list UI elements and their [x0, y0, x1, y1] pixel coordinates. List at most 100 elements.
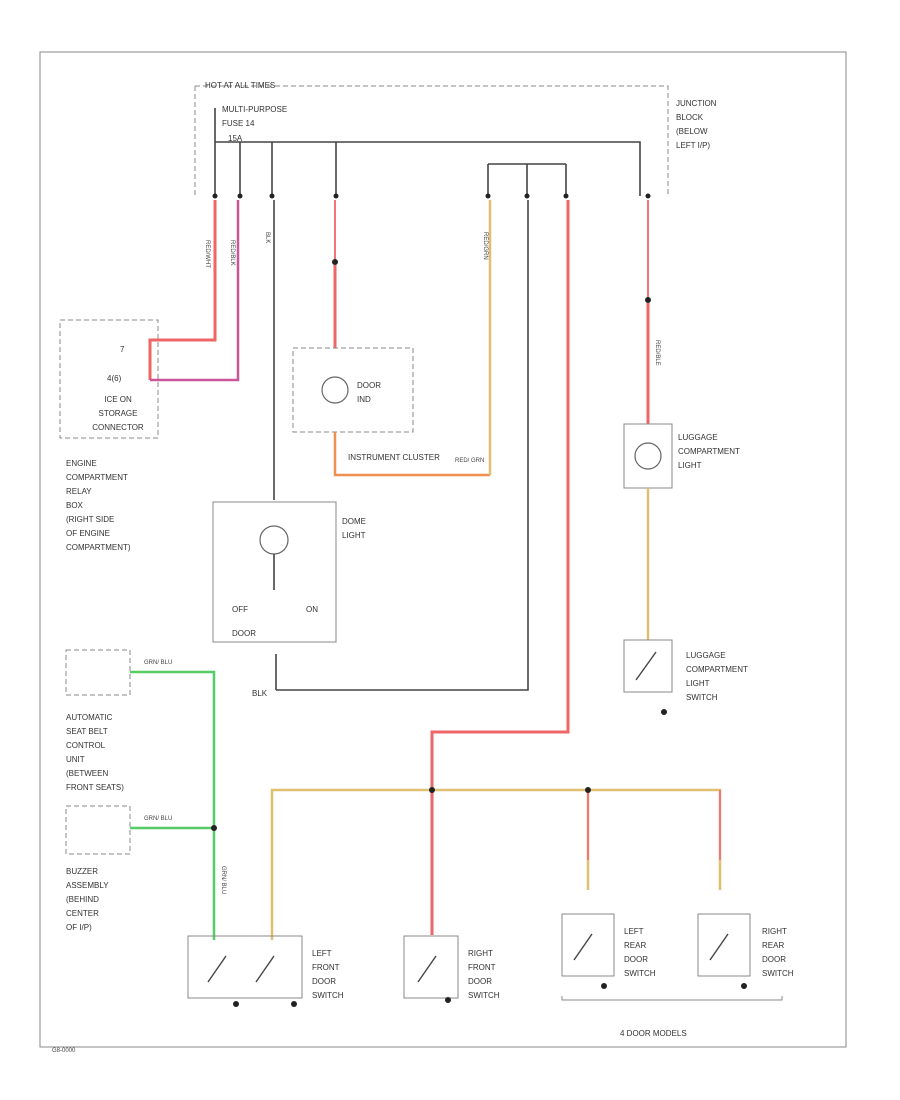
wire-label-red-wht: RED/WHT: [204, 240, 210, 268]
svg-text:JUNCTION: JUNCTION: [676, 99, 717, 108]
wire-red-storage: [148, 200, 217, 380]
door-ind-label-2: IND: [357, 395, 371, 404]
instrument-cluster-wire: RED/ GRN: [455, 458, 484, 464]
wire-label-grn-blu: GRN/ BLU: [220, 866, 226, 894]
wire-yellow-door-bus: [270, 788, 722, 940]
svg-text:DOOR: DOOR: [468, 977, 492, 986]
svg-text:DOOR: DOOR: [312, 977, 336, 986]
luggage-switch-box: [623, 639, 673, 693]
door-ind-label-1: DOOR: [357, 381, 381, 390]
svg-text:SWITCH: SWITCH: [468, 991, 500, 1000]
svg-text:LIGHT: LIGHT: [678, 461, 702, 470]
svg-text:RIGHT: RIGHT: [468, 949, 493, 958]
svg-text:CENTER: CENTER: [66, 909, 99, 918]
svg-text:LEFT I/P): LEFT I/P): [676, 141, 710, 150]
splice-green: [211, 825, 217, 831]
wire-label-blk-lower: BLK: [252, 689, 268, 698]
svg-text:LEFT: LEFT: [312, 949, 332, 958]
wire-black-ground-loop: [276, 200, 529, 691]
fuse-rating: 15A: [228, 134, 243, 143]
dome-on-label: ON: [306, 605, 318, 614]
instrument-cluster-label: INSTRUMENT CLUSTER: [348, 453, 440, 462]
wire-green-seat-belt: [130, 670, 216, 940]
splice-luggage: [645, 297, 651, 303]
dome-door-label: DOOR: [232, 629, 256, 638]
buzzer-label: BUZZER ASSEMBLY (BEHIND CENTER OF I/P): [66, 867, 109, 932]
footer-code: G8-0000: [52, 1048, 76, 1054]
svg-text:COMPARTMENT): COMPARTMENT): [66, 543, 131, 552]
svg-text:LUGGAGE: LUGGAGE: [678, 433, 718, 442]
dome-light-label-2: LIGHT: [342, 531, 366, 540]
junction-block-label: JUNCTION BLOCK (BELOW LEFT I/P): [676, 99, 717, 150]
wire-orange-cluster: [333, 432, 490, 477]
left-front-switch-box: [187, 935, 303, 999]
svg-text:CONNECTOR: CONNECTOR: [92, 423, 144, 432]
luggage-switch-icon: [635, 651, 657, 681]
luggage-switch-ground: [661, 709, 667, 715]
svg-text:SEAT BELT: SEAT BELT: [66, 727, 108, 736]
left-rear-switch-icon: [573, 933, 593, 961]
left-front-switch-icon: [207, 955, 275, 983]
svg-text:CONTROL: CONTROL: [66, 741, 106, 750]
splice-door-ind: [332, 259, 338, 265]
svg-text:BLOCK: BLOCK: [676, 113, 704, 122]
luggage-light-bulb-icon: [634, 442, 662, 470]
splice-door-bus-2: [585, 787, 591, 793]
svg-text:FRONT: FRONT: [312, 963, 340, 972]
wire-label-red-grn: RED/GRN: [482, 232, 488, 260]
seat-belt-unit-label: AUTOMATIC SEAT BELT CONTROL UNIT (BETWEE…: [66, 713, 124, 792]
wire-label-red-ble: RED/BLE: [654, 340, 660, 366]
hot-at-all-times-label: HOT AT ALL TIMES: [205, 81, 275, 90]
right-rear-switch-box: [697, 913, 751, 977]
svg-text:ENGINE: ENGINE: [66, 459, 97, 468]
svg-text:DOOR: DOOR: [762, 955, 786, 964]
left-rear-switch-box: [561, 913, 615, 977]
dome-internal-wire: [273, 554, 277, 690]
dome-light-label-1: DOME: [342, 517, 366, 526]
svg-text:OF ENGINE: OF ENGINE: [66, 529, 110, 538]
diagram-frame: [39, 51, 847, 1048]
wire-red-rear: [587, 790, 721, 860]
internal-bus: [487, 163, 567, 196]
luggage-switch-label: LUGGAGE COMPARTMENT LIGHT SWITCH: [686, 651, 748, 702]
svg-text:(BEHIND: (BEHIND: [66, 895, 99, 904]
junction-block-outline: [194, 85, 669, 196]
svg-text:UNIT: UNIT: [66, 755, 85, 764]
left-front-switch-label: LEFT FRONT DOOR SWITCH: [312, 949, 344, 1000]
seat-belt-unit-box: [65, 649, 131, 696]
svg-text:BUZZER: BUZZER: [66, 867, 98, 876]
svg-text:LEFT: LEFT: [624, 927, 644, 936]
four-door-label: 4 DOOR MODELS: [620, 1029, 687, 1038]
svg-text:RIGHT: RIGHT: [762, 927, 787, 936]
svg-text:FRONT SEATS): FRONT SEATS): [66, 783, 124, 792]
seat-belt-wire: GRN/ BLU: [144, 660, 172, 666]
svg-text:ICE ON: ICE ON: [104, 395, 132, 404]
svg-text:SWITCH: SWITCH: [762, 969, 794, 978]
wire-pink-storage: [150, 200, 240, 382]
svg-text:REAR: REAR: [624, 941, 646, 950]
dome-light-bulb-icon: [259, 525, 289, 555]
svg-text:LIGHT: LIGHT: [686, 679, 710, 688]
storage-connector-label: ICE ON STORAGE CONNECTOR: [92, 395, 144, 432]
door-ind-box: [292, 347, 414, 433]
left-front-ground-2: [291, 1001, 297, 1007]
svg-text:COMPARTMENT: COMPARTMENT: [678, 447, 740, 456]
svg-text:LUGGAGE: LUGGAGE: [686, 651, 726, 660]
svg-text:(BETWEEN: (BETWEEN: [66, 769, 108, 778]
svg-text:FRONT: FRONT: [468, 963, 496, 972]
door-ind-bulb-icon: [321, 376, 349, 404]
svg-text:COMPARTMENT: COMPARTMENT: [66, 473, 128, 482]
storage-pin-2: 4(6): [107, 374, 122, 383]
junction-pins: [212, 193, 651, 199]
svg-text:REAR: REAR: [762, 941, 784, 950]
luggage-light-box: [623, 423, 673, 489]
left-front-ground-1: [233, 1001, 239, 1007]
svg-text:DOOR: DOOR: [624, 955, 648, 964]
dome-light-box: [212, 501, 337, 643]
svg-text:SWITCH: SWITCH: [312, 991, 344, 1000]
svg-text:RELAY: RELAY: [66, 487, 92, 496]
svg-text:(RIGHT SIDE: (RIGHT SIDE: [66, 515, 114, 524]
wire-label-blk: BLK: [264, 232, 270, 243]
svg-text:AUTOMATIC: AUTOMATIC: [66, 713, 113, 722]
